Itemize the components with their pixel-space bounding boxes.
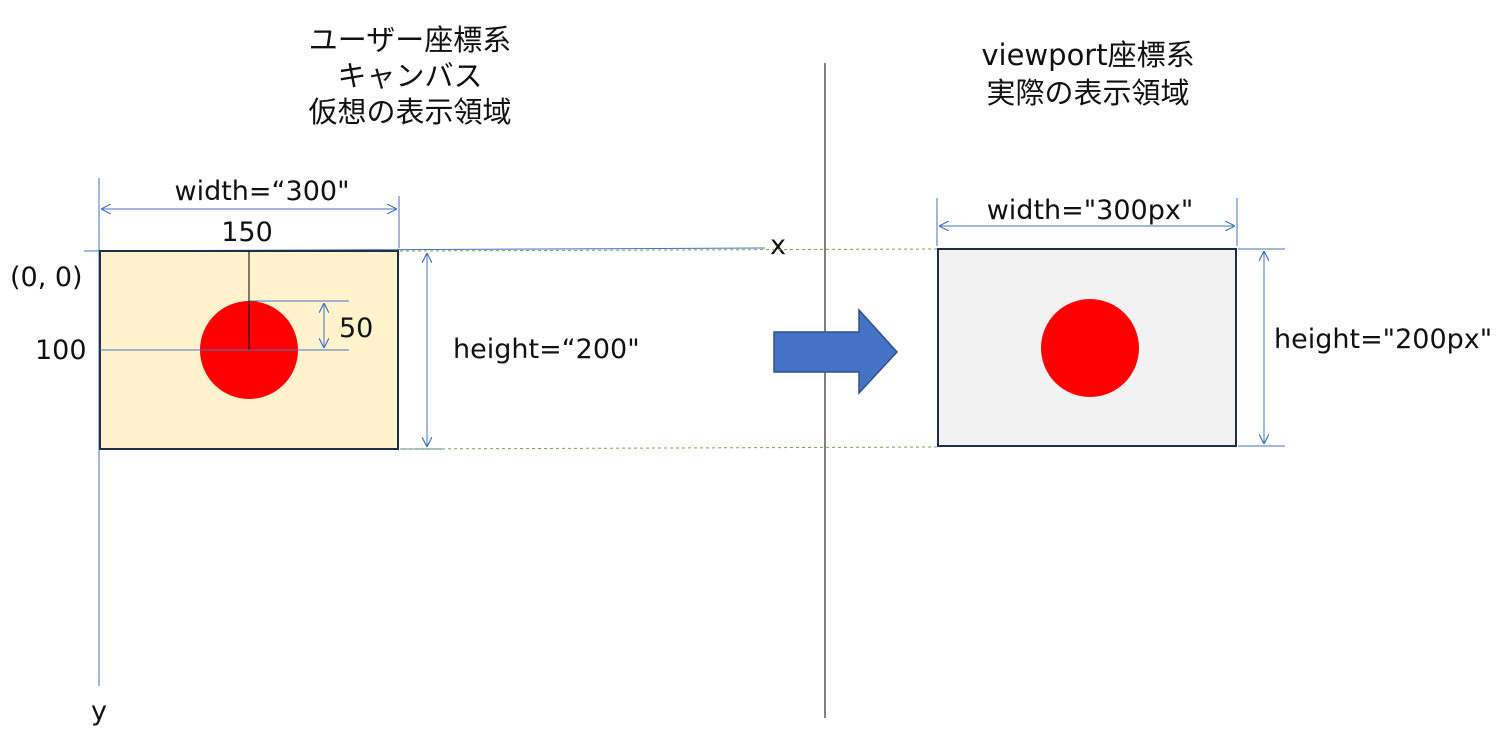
left-title-line-2: キャンバス — [337, 59, 482, 93]
origin-label: (0, 0) — [10, 262, 83, 293]
left-width-label: width=“300" — [175, 176, 350, 207]
viewport-circle — [1041, 299, 1139, 397]
right-width-label: width="300px" — [987, 195, 1194, 226]
left-title-line-1: ユーザー座標系 — [309, 23, 511, 57]
x-axis-label: x — [770, 230, 786, 261]
left-title: ユーザー座標系 キャンバス 仮想の表示領域 — [308, 23, 511, 129]
right-arrow-icon — [773, 308, 899, 395]
right-height-label: height="200px" — [1274, 324, 1492, 355]
right-title-line-1: viewport座標系 — [981, 38, 1194, 72]
left-height-label: height=“200" — [453, 334, 640, 365]
radius-label: 50 — [339, 313, 373, 344]
right-title-line-2: 実際の表示領域 — [986, 76, 1189, 110]
right-title: viewport座標系 実際の表示領域 — [981, 38, 1194, 110]
right-panel: viewport座標系 実際の表示領域 width="300px" height… — [936, 38, 1492, 447]
left-title-line-3: 仮想の表示領域 — [308, 95, 511, 129]
center-x-label: 150 — [221, 217, 273, 248]
bottom-guide-line — [399, 446, 938, 450]
center-y-label: 100 — [35, 335, 87, 366]
left-panel: ユーザー座標系 キャンバス 仮想の表示領域 x y (0, 0) 150 100… — [10, 23, 938, 727]
y-axis-label: y — [91, 696, 107, 727]
